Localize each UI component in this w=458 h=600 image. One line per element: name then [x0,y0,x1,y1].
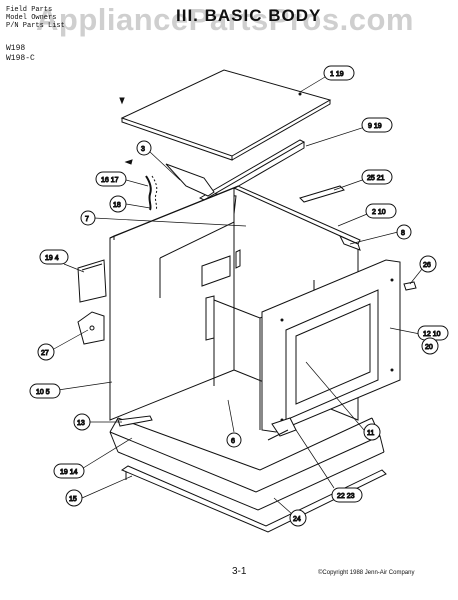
callout-20: 20 [421,337,439,355]
callout-19-14: 19 14 [53,463,85,479]
wire-harness [145,175,158,211]
callout-13: 13 [73,413,91,431]
callout-label: 16 17 [101,177,119,184]
callout-label: 11 [367,430,374,437]
page-title: III. BASIC BODY [176,6,322,25]
top-panel [120,69,332,161]
wire-clip [299,185,345,203]
callout-16-17: 16 17 [95,171,127,187]
header-line-1: Field Parts [6,6,53,14]
watermark: AppliancePartsPros.com [36,2,414,37]
callout-label: 20 [425,344,433,351]
callout-7: 7 [80,210,96,226]
knob-part [403,281,417,291]
callout-27: 27 [37,343,55,361]
callout-22-23: 22 23 [331,487,363,503]
callout-label: 8 [401,230,405,237]
callout-3: 3 [136,140,152,156]
model-number: W198 [6,44,26,53]
base-assembly [109,417,387,533]
callout-label: 3 [141,146,145,153]
callout-12-10: 12 10 [417,325,449,341]
callout-label: 2 10 [372,209,386,216]
callout-24: 24 [289,509,307,527]
callout-11: 11 [363,423,381,441]
callout-6: 6 [226,432,242,448]
callout-label: 12 10 [423,331,441,338]
side-flange [205,295,215,341]
header-line-2: Model Owners [6,14,57,22]
callout-label: 25 21 [367,175,385,182]
screw-icon [119,97,125,105]
hinge-bracket [77,311,105,345]
callout-label: 18 [113,202,121,209]
callout-26: 26 [419,255,437,273]
callout-8: 8 [396,224,412,240]
header-line-3: P/N Parts List [6,22,65,30]
callout-1-19: 1 19 [323,65,355,81]
rod-part [117,415,153,427]
callout-label: 7 [85,216,89,223]
copyright-notice: ©Copyright 1988 Jenn-Air Company [318,570,415,576]
callout-label: 10 5 [36,389,50,396]
callout-label: 19 14 [60,469,78,476]
callout-9-19: 9 19 [361,117,393,133]
model-number: W198-C [6,54,35,63]
callout-label: 19 4 [45,255,59,262]
screw-icon [124,159,133,165]
front-frame [261,259,401,433]
callout-label: 24 [293,516,301,523]
callout-label: 13 [77,420,85,427]
callout-10-5: 10 5 [29,383,61,399]
callout-label: 9 19 [368,123,382,130]
mounting-bracket [77,259,107,303]
callout-label: 1 19 [330,71,344,78]
callout-2-10: 2 10 [365,203,397,219]
callout-label: 26 [423,262,431,269]
callout-label: 15 [69,496,77,503]
callout-label: 22 23 [337,493,355,500]
callout-15: 15 [65,489,83,507]
callout-25-21: 25 21 [361,169,393,185]
callout-18: 18 [109,195,127,213]
callout-label: 6 [231,438,235,445]
callout-19-4: 19 4 [39,249,69,265]
page-number: 3-1 [232,566,247,577]
callout-label: 27 [41,350,49,357]
